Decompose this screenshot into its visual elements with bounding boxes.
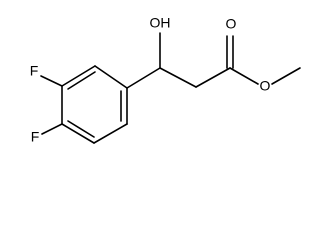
ring-bond-c4-c5 <box>61 123 95 144</box>
ring-bond-c1-c2 <box>94 65 128 89</box>
ring-bond-c2-c3 <box>61 65 96 87</box>
hydroxyl-label: OH <box>150 15 171 31</box>
bond-c3-fluorine <box>40 75 63 87</box>
bond-c4-fluorine <box>41 123 63 135</box>
fluorine-3-label: F <box>30 63 39 79</box>
ring-bond-c5-c6 <box>93 123 128 144</box>
bond-ring-to-carbinol <box>126 67 161 89</box>
carbonyl-oxygen-label: O <box>226 16 237 32</box>
fluorine-4-label: F <box>31 129 40 145</box>
benzene-ring <box>61 65 128 144</box>
bond-carbinol-to-ch2 <box>159 67 197 88</box>
bond-carbonyl-to-ester-oxygen <box>229 67 259 85</box>
chemical-structure-diagram: OH O O F F <box>30 15 301 145</box>
ring-double-bond-inner-c2-c3 <box>67 71 96 90</box>
bond-ester-oxygen-to-methyl <box>271 67 301 85</box>
bond-ch2-to-carbonyl <box>195 67 231 88</box>
ring-double-bond-inner-c4-c5 <box>67 120 95 138</box>
ester-oxygen-label: O <box>260 78 271 94</box>
